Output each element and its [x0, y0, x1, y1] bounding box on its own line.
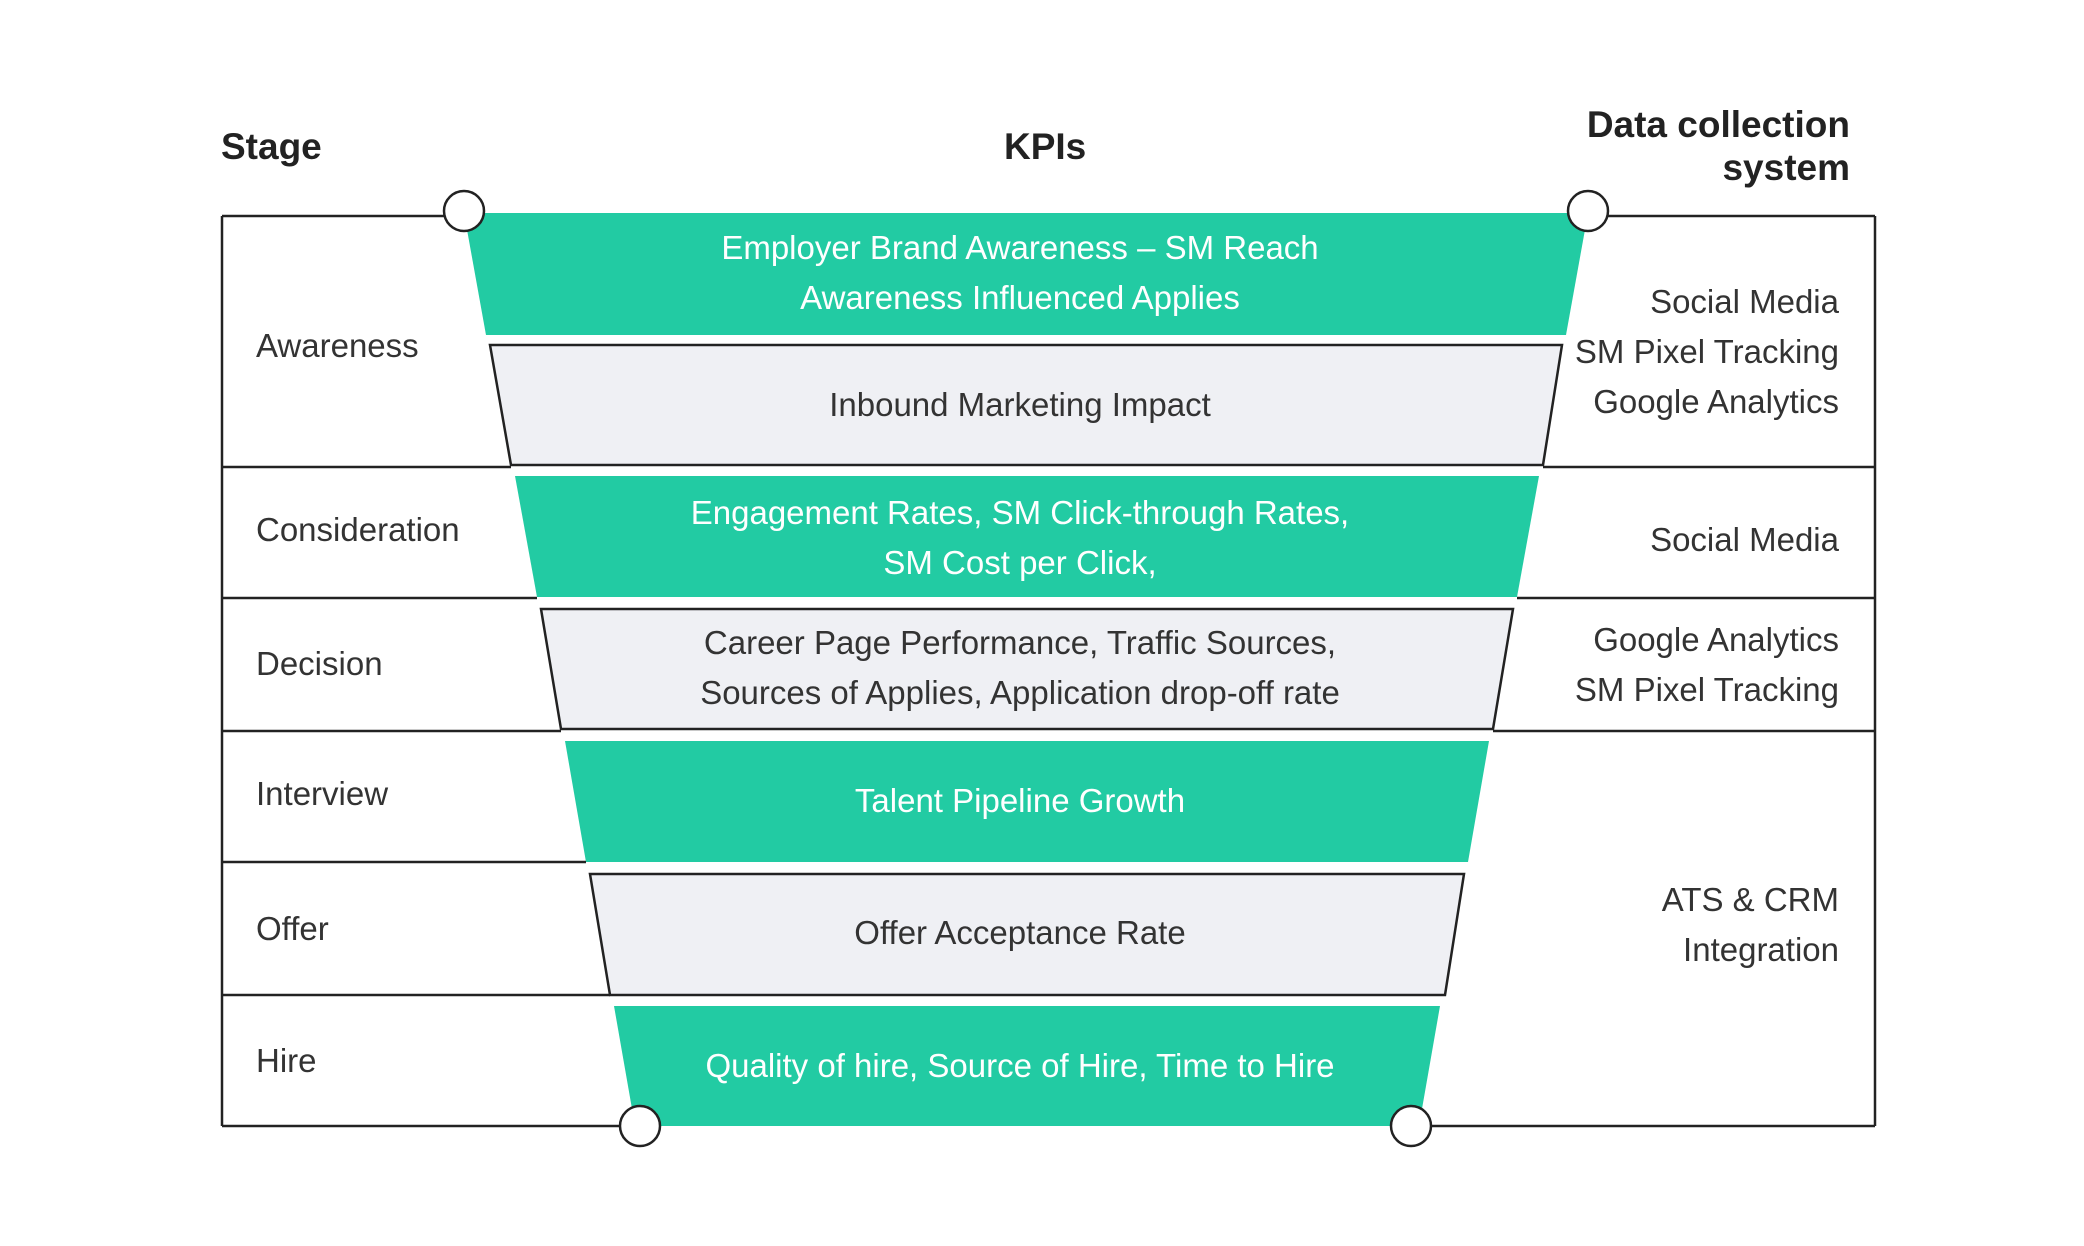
- dcs-decision: Google Analytics SM Pixel Tracking: [1575, 615, 1839, 715]
- kpi-band-4-line2: Sources of Applies, Application drop-off…: [700, 674, 1340, 711]
- kpi-band-2: Inbound Marketing Impact: [520, 380, 1520, 430]
- table-frame: [220, 214, 1877, 1128]
- stage-awareness: Awareness: [256, 327, 419, 364]
- kpi-band-6: Offer Acceptance Rate: [520, 908, 1520, 958]
- dcs-interview-to-hire: ATS & CRM Integration: [1662, 875, 1839, 975]
- kpis-header: KPIs: [1004, 126, 1087, 167]
- funnel-band-7: [614, 1006, 1440, 1126]
- dcs-ats-item: Integration: [1683, 931, 1839, 968]
- kpi-band-4-line1: Career Page Performance, Traffic Sources…: [703, 624, 1337, 661]
- kpi-band-5: Talent Pipeline Growth: [520, 776, 1520, 826]
- data-collection-header-line2: system: [1722, 147, 1850, 188]
- funnel-band-4: [539, 607, 1515, 731]
- kpi-band-3-line2: SM Cost per Click,: [883, 544, 1157, 581]
- funnel-band-1: [464, 213, 1588, 335]
- kpi-band-1: Employer Brand Awareness – SM Reach Awar…: [520, 223, 1520, 323]
- kpi-band-2-line1: Inbound Marketing Impact: [829, 386, 1211, 423]
- dcs-awareness: Social Media SM Pixel Tracking Google An…: [1575, 277, 1839, 427]
- kpi-band-3-line1: Engagement Rates, SM Click-through Rates…: [690, 494, 1350, 531]
- funnel-band-2: [488, 343, 1564, 467]
- kpi-band-1-line2: Awareness Influenced Applies: [800, 279, 1240, 316]
- kpi-band-3: Engagement Rates, SM Click-through Rates…: [520, 488, 1520, 588]
- corner-circle-top-left: [442, 189, 486, 233]
- stage-decision: Decision: [256, 645, 383, 682]
- dcs-awareness-item: SM Pixel Tracking: [1574, 333, 1839, 370]
- dcs-awareness-item: Google Analytics: [1593, 383, 1839, 420]
- stage-hire: Hire: [256, 1042, 317, 1079]
- corner-circle-top-right: [1566, 189, 1610, 233]
- stage-header: Stage: [221, 126, 322, 167]
- corner-circle-bottom-left: [618, 1104, 662, 1148]
- stage-offer: Offer: [256, 910, 329, 947]
- kpi-band-6-line1: Offer Acceptance Rate: [854, 914, 1186, 951]
- kpi-band-7: Quality of hire, Source of Hire, Time to…: [520, 1041, 1520, 1091]
- kpi-band-5-line1: Talent Pipeline Growth: [854, 782, 1186, 819]
- funnel-band-3: [515, 476, 1539, 597]
- data-collection-header: Data collection system: [1568, 103, 1850, 189]
- dcs-decision-item: SM Pixel Tracking: [1574, 671, 1839, 708]
- kpi-band-4: Career Page Performance, Traffic Sources…: [520, 618, 1520, 718]
- corner-circle-bottom-right: [1389, 1104, 1433, 1148]
- stage-consideration: Consideration: [256, 511, 460, 548]
- kpi-band-7-line1: Quality of hire, Source of Hire, Time to…: [705, 1047, 1335, 1084]
- dcs-consideration-item: Social Media: [1650, 521, 1839, 558]
- funnel-band-5: [565, 741, 1489, 862]
- stage-interview: Interview: [256, 775, 389, 812]
- data-collection-header-line1: Data collection: [1586, 104, 1850, 145]
- dcs-consideration: Social Media: [1650, 515, 1839, 565]
- kpi-band-1-line1: Employer Brand Awareness – SM Reach: [721, 229, 1319, 266]
- dcs-ats-item: ATS & CRM: [1661, 881, 1839, 918]
- dcs-awareness-item: Social Media: [1650, 283, 1839, 320]
- funnel-band-6: [588, 872, 1466, 997]
- dcs-decision-item: Google Analytics: [1593, 621, 1839, 658]
